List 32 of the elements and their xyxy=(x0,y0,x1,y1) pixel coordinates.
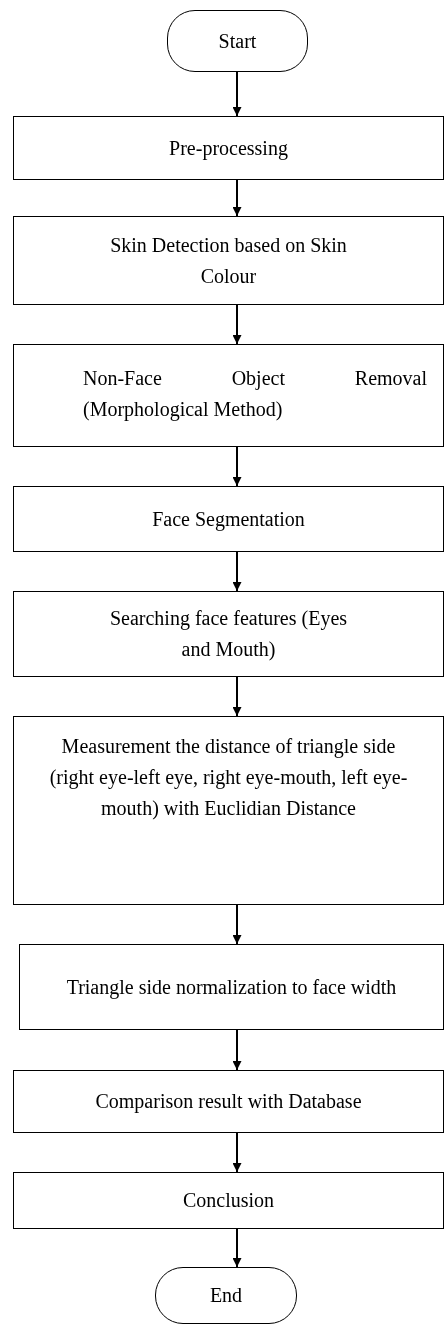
process-box xyxy=(13,591,444,677)
node-text: Face Segmentation xyxy=(152,506,305,533)
node-text: Pre-processing xyxy=(169,135,288,162)
arrow xyxy=(232,304,242,345)
process-box xyxy=(13,716,444,905)
arrow xyxy=(232,676,242,717)
arrow xyxy=(232,1228,242,1268)
process-box xyxy=(19,944,444,1030)
process-box xyxy=(13,486,444,552)
arrow xyxy=(232,71,242,117)
process-box xyxy=(13,1070,444,1133)
arrow xyxy=(232,904,242,945)
process-box xyxy=(13,216,444,305)
node-text: Start xyxy=(218,28,257,54)
arrow xyxy=(232,1132,242,1173)
node-text: Triangle side normalization to face width xyxy=(66,974,397,1001)
arrow xyxy=(232,446,242,487)
terminal-box xyxy=(167,10,308,72)
arrow xyxy=(232,551,242,592)
node-text: Conclusion xyxy=(182,1188,275,1213)
arrow xyxy=(232,1029,242,1071)
terminal-box xyxy=(155,1267,297,1324)
node-text: Non-Face Object Removal (Morphological Method) xyxy=(83,366,427,423)
node-text: Comparison result with Database xyxy=(95,1089,362,1115)
node-text: Skin Detection based on Skin Colour xyxy=(109,232,348,289)
node-text: End xyxy=(209,1283,243,1308)
process-box xyxy=(13,344,444,447)
node-text: Measurement the distance of triangle side (right eye-left eye, right eye-mouth, left eye-mouth) with Euclidian Distance xyxy=(48,734,409,822)
process-box xyxy=(13,1172,444,1229)
node-text: Searching face features (Eyes and Mouth) xyxy=(108,606,349,663)
arrow xyxy=(232,179,242,217)
process-box xyxy=(13,116,444,180)
